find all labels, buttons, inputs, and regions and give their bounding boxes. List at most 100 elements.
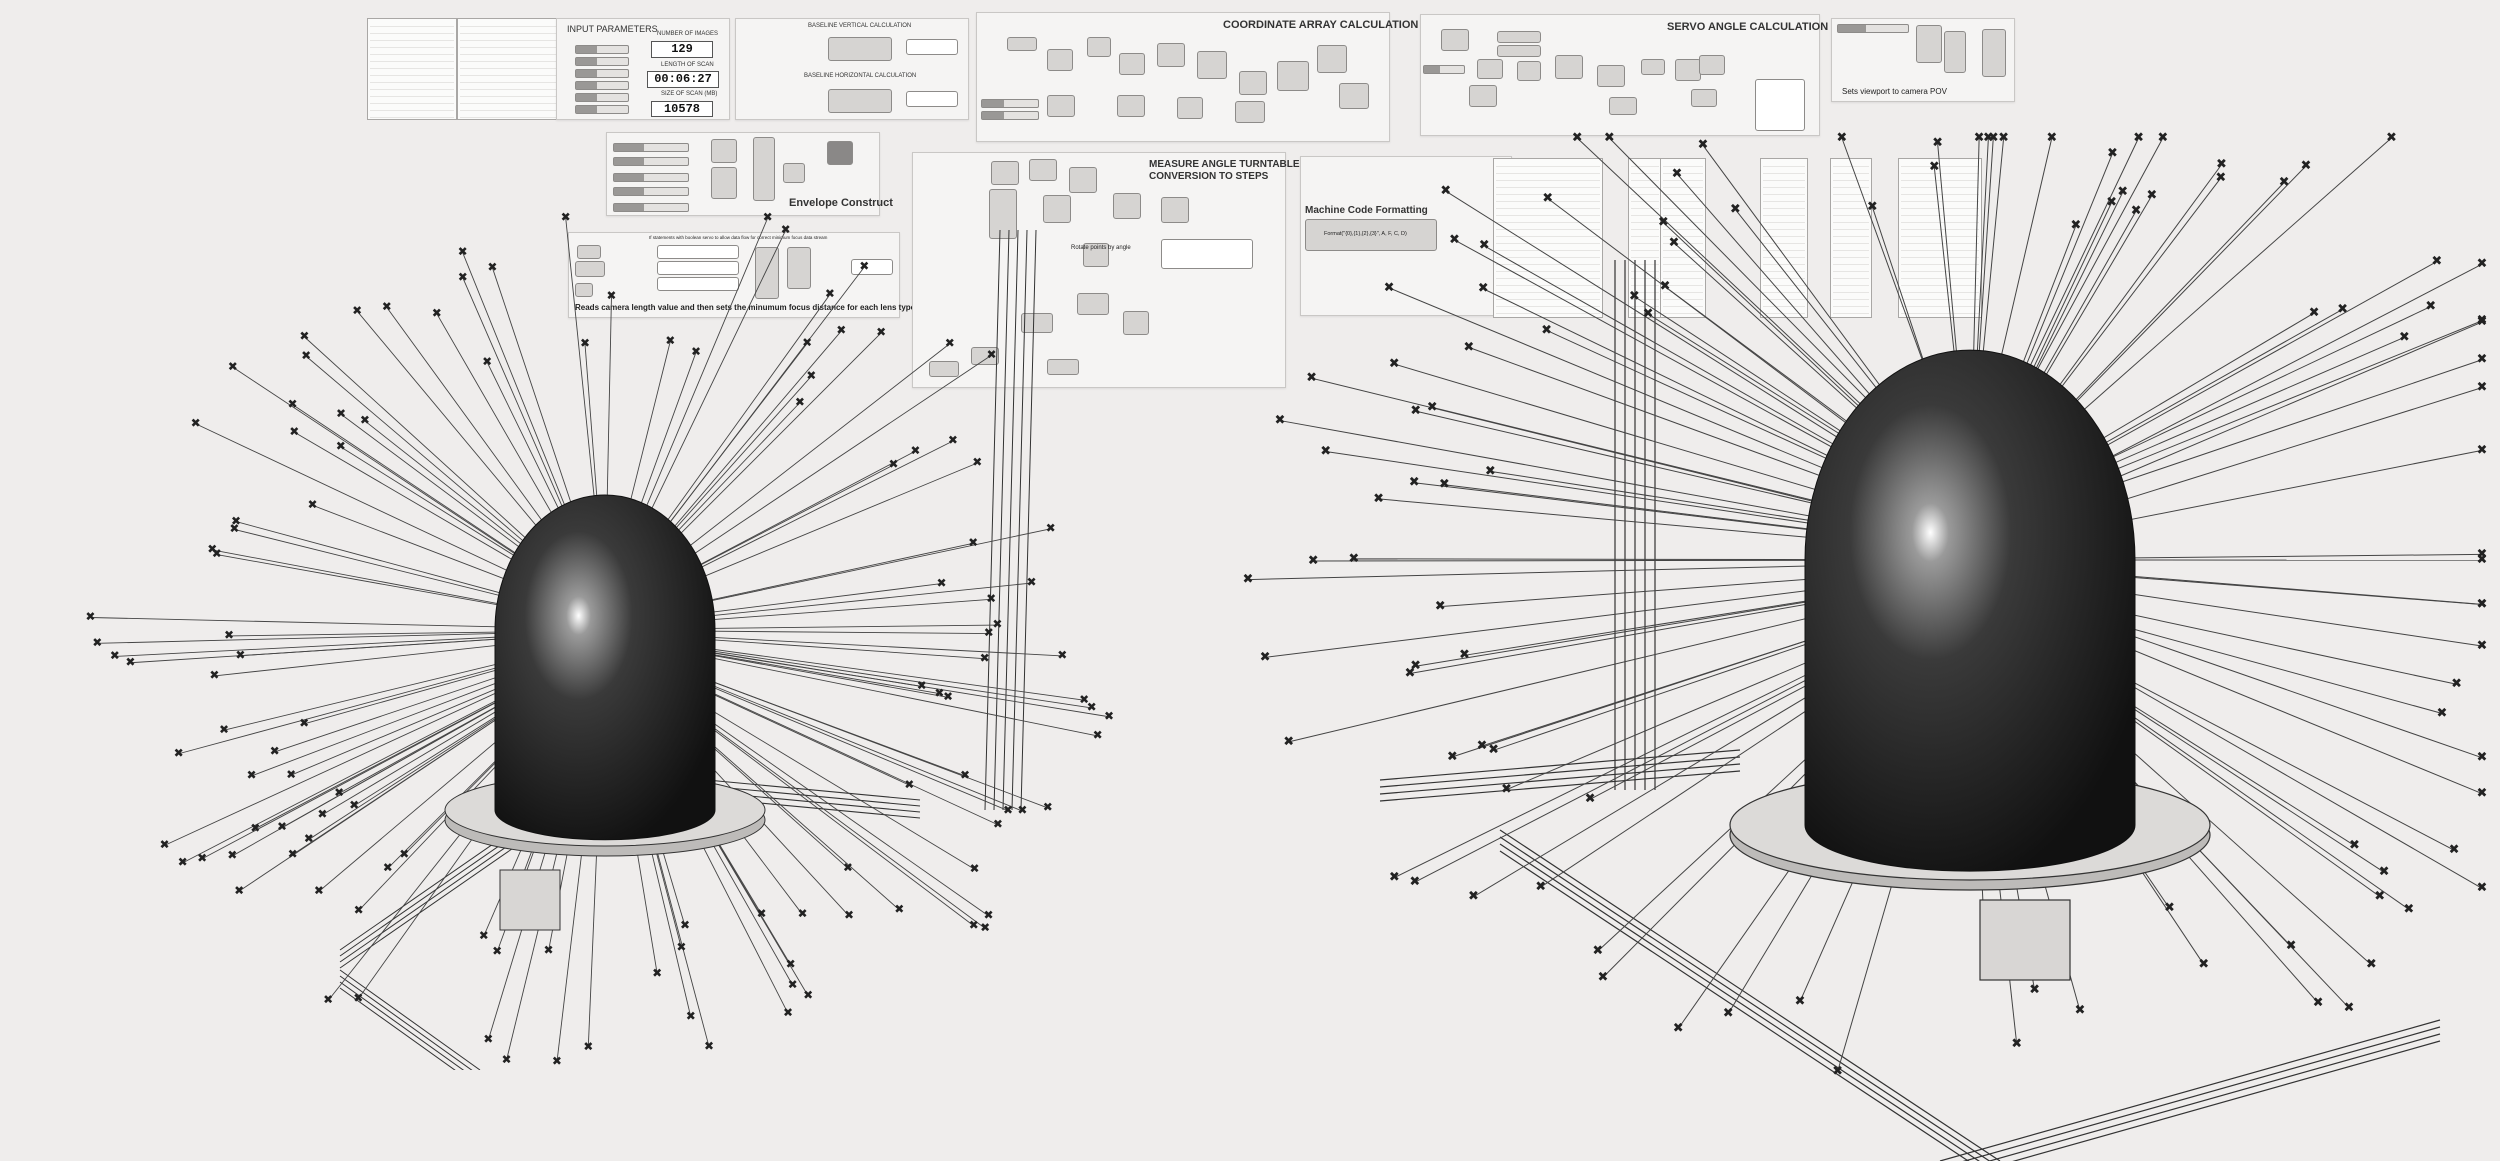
- component-node[interactable]: [1441, 29, 1469, 51]
- component-node[interactable]: [1691, 89, 1717, 107]
- component-node[interactable]: [1239, 71, 1267, 95]
- parameter-slider[interactable]: [981, 99, 1039, 108]
- component-node[interactable]: [1029, 159, 1057, 181]
- parameter-slider[interactable]: [613, 187, 689, 196]
- component-node[interactable]: [1069, 167, 1097, 193]
- panel-node[interactable]: [657, 261, 739, 275]
- parameter-slider[interactable]: [613, 173, 689, 182]
- right-viewport[interactable]: ✖✖✖✖✖✖✖✖✖✖✖✖✖✖✖✖✖✖✖✖✖✖✖✖✖✖✖✖✖✖✖✖✖✖✖✖✖✖✖✖…: [1240, 130, 2490, 1161]
- component-node[interactable]: [1235, 101, 1265, 123]
- panel-node[interactable]: [1755, 79, 1805, 131]
- expression-node[interactable]: [828, 89, 892, 113]
- camera-marker-icon: ✖: [969, 918, 979, 932]
- coordinate-array-panel: COORDINATE ARRAY CALCULATION: [976, 12, 1418, 142]
- component-node[interactable]: [1317, 45, 1347, 73]
- component-node[interactable]: [1047, 95, 1075, 117]
- component-node[interactable]: [755, 247, 779, 299]
- component-node[interactable]: [1077, 293, 1109, 315]
- panel-node[interactable]: [657, 277, 739, 291]
- component-node[interactable]: [1043, 195, 1071, 223]
- component-node[interactable]: [1177, 97, 1203, 119]
- camera-marker-icon: ✖: [85, 610, 95, 624]
- component-node[interactable]: [1123, 311, 1149, 335]
- list-row: [1833, 300, 1869, 307]
- component-node[interactable]: [1555, 55, 1583, 79]
- component-node[interactable]: [991, 161, 1019, 185]
- component-node[interactable]: [577, 245, 601, 259]
- component-node[interactable]: [1517, 61, 1541, 81]
- panel-node[interactable]: [1161, 239, 1253, 269]
- component-node[interactable]: [787, 247, 811, 289]
- component-node[interactable]: [1597, 65, 1625, 87]
- component-node[interactable]: [1047, 49, 1073, 71]
- parameter-slider[interactable]: [575, 45, 629, 54]
- list-row: [370, 69, 454, 76]
- component-node[interactable]: [1944, 31, 1966, 73]
- component-node[interactable]: [1497, 31, 1541, 43]
- component-node[interactable]: [1083, 243, 1109, 267]
- component-node[interactable]: [1339, 83, 1369, 109]
- panel-node[interactable]: [657, 245, 739, 259]
- component-node[interactable]: [1047, 359, 1079, 375]
- parameter-slider[interactable]: [981, 111, 1039, 120]
- component-node[interactable]: [1641, 59, 1665, 75]
- camera-marker-icon: ✖: [270, 744, 280, 758]
- camera-marker-icon: ✖: [1306, 370, 1317, 385]
- component-node[interactable]: [1477, 59, 1503, 79]
- component-node[interactable]: [827, 141, 853, 165]
- component-node[interactable]: [1117, 95, 1145, 117]
- component-node[interactable]: [1609, 97, 1637, 115]
- component-node[interactable]: [929, 361, 959, 377]
- rail-line: [339, 987, 456, 1070]
- camera-marker-icon: ✖: [299, 716, 309, 730]
- camera-ray: [1409, 590, 1883, 674]
- expression-node[interactable]: [828, 37, 892, 61]
- component-node[interactable]: [1982, 29, 2006, 77]
- parameter-slider[interactable]: [575, 93, 629, 102]
- parameter-slider[interactable]: [613, 203, 689, 212]
- camera-ray: [97, 631, 545, 644]
- component-node[interactable]: [1277, 61, 1309, 91]
- component-node[interactable]: [783, 163, 805, 183]
- parameter-slider[interactable]: [575, 105, 629, 114]
- component-node[interactable]: [575, 283, 593, 297]
- component-node[interactable]: [1021, 313, 1053, 333]
- component-node[interactable]: [575, 261, 605, 277]
- component-node[interactable]: [711, 139, 737, 163]
- list-row: [370, 90, 454, 97]
- parameter-slider[interactable]: [575, 57, 629, 66]
- component-node[interactable]: [1675, 59, 1701, 81]
- component-node[interactable]: [1007, 37, 1037, 51]
- parameter-slider[interactable]: [613, 157, 689, 166]
- rail-line: [1962, 1026, 2441, 1161]
- parameter-slider[interactable]: [575, 69, 629, 78]
- parameter-slider[interactable]: [1837, 24, 1909, 33]
- format-node[interactable]: Format("{0},{1},{2},{3}", A, F, C, D): [1305, 219, 1437, 251]
- list-row: [370, 76, 454, 83]
- list-row: [1901, 279, 1979, 286]
- parameter-slider[interactable]: [575, 81, 629, 90]
- component-node[interactable]: [971, 347, 999, 365]
- panel-node[interactable]: [906, 91, 958, 107]
- parameter-slider[interactable]: [1423, 65, 1465, 74]
- parameter-slider[interactable]: [613, 143, 689, 152]
- component-node[interactable]: [1497, 45, 1541, 57]
- component-node[interactable]: [1113, 193, 1141, 219]
- component-node[interactable]: [1699, 55, 1725, 75]
- component-node[interactable]: [1119, 53, 1145, 75]
- component-node[interactable]: [1161, 197, 1189, 223]
- panel-node[interactable]: [906, 39, 958, 55]
- left-viewport[interactable]: ✖✖✖✖✖✖✖✖✖✖✖✖✖✖✖✖✖✖✖✖✖✖✖✖✖✖✖✖✖✖✖✖✖✖✖✖✖✖✖✖…: [40, 210, 1140, 1070]
- camera-marker-icon: ✖: [92, 636, 102, 650]
- component-node[interactable]: [1469, 85, 1497, 107]
- camera-marker-icon: ✖: [836, 323, 846, 337]
- component-node[interactable]: [1916, 25, 1942, 63]
- rail-line: [1379, 763, 1741, 795]
- component-node[interactable]: [1157, 43, 1185, 67]
- component-node[interactable]: [989, 189, 1017, 239]
- component-node[interactable]: [1087, 37, 1111, 57]
- component-node[interactable]: [753, 137, 775, 201]
- component-node[interactable]: [711, 167, 737, 199]
- camera-marker-icon: ✖: [1389, 869, 1400, 884]
- component-node[interactable]: [1197, 51, 1227, 79]
